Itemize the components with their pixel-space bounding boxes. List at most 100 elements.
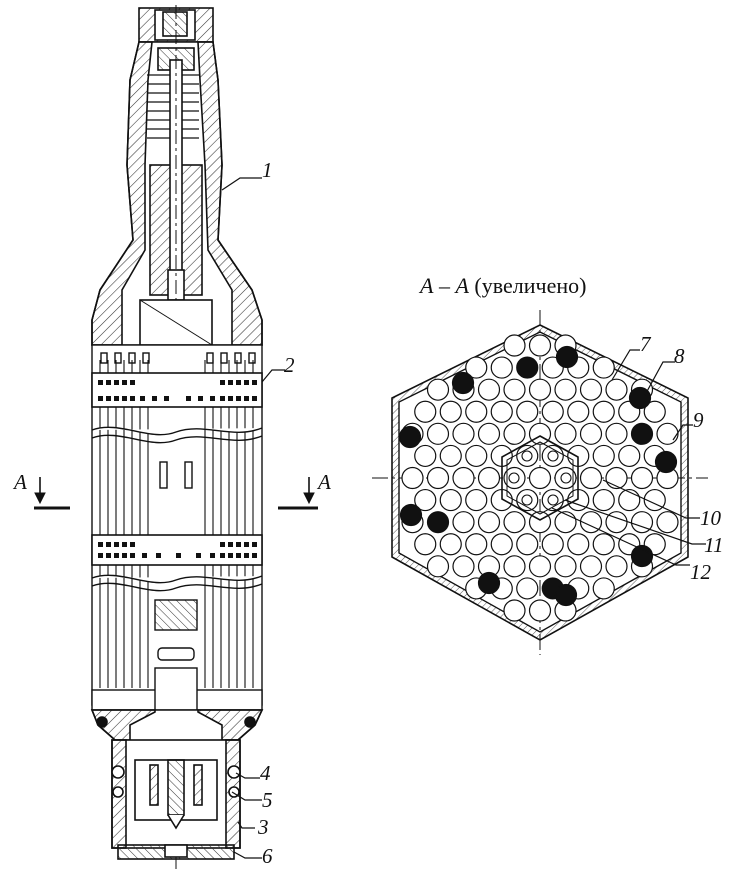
spacer-grid-cell (114, 380, 119, 385)
fuel-pin (592, 444, 615, 468)
fuel-pin (528, 599, 552, 622)
spacer-grid-cell (244, 380, 249, 385)
fuel-pin (426, 466, 450, 490)
spacer-grid-cell (106, 396, 111, 401)
spacer-grid-cell (156, 553, 161, 558)
fuel-rod-tip (100, 352, 108, 364)
fuel-pin (605, 555, 628, 578)
fuel-pin (554, 378, 577, 401)
fuel-pin (465, 444, 488, 468)
spacer-grid-cell (114, 553, 119, 558)
fuel-pin (477, 511, 501, 534)
section-dash: – (438, 273, 450, 298)
spacer-grid-cell (130, 553, 135, 558)
fuel-rod-tip (142, 352, 150, 364)
spacer-grid-cell (244, 396, 249, 401)
fuel-pin (528, 422, 552, 445)
spacer-grid-cell (236, 542, 241, 547)
absorber-pin (399, 503, 423, 527)
spacer-grid-cell (228, 553, 233, 558)
spacer-grid-cell (236, 553, 241, 558)
fuel-pin (579, 466, 603, 490)
fuel-pin (439, 488, 462, 512)
callout-7: 7 (640, 332, 651, 356)
fuel-pin (630, 511, 654, 534)
guide-tube (547, 450, 559, 462)
absorber-pin (426, 511, 450, 534)
spacer-grid-cell (122, 396, 127, 401)
callout-6: 6 (262, 844, 273, 868)
fuel-pin (503, 334, 526, 357)
fuel-pin (579, 511, 603, 534)
spacer-grid-cell (130, 380, 135, 385)
spacer-grid-cell (228, 380, 233, 385)
central-hexagon (501, 435, 579, 521)
absorber-pin (451, 371, 475, 395)
fuel-pin (567, 533, 590, 556)
spacer-grid-cell (142, 553, 147, 558)
fuel-rod-tip (248, 352, 256, 364)
cut-mark-left-label: A (14, 470, 27, 494)
fuel-pin (465, 533, 488, 556)
spacer-grid-cell (252, 396, 257, 401)
spacer-grid-cell (122, 542, 127, 547)
fuel-pin (477, 422, 501, 445)
fuel-pin (452, 422, 475, 445)
absorber-pin (654, 450, 678, 474)
callout-5: 5 (262, 788, 273, 812)
spacer-grid-cell (106, 380, 111, 385)
fuel-bundle (91, 344, 263, 711)
fuel-pin (605, 511, 628, 534)
guide-tube (547, 494, 559, 506)
fuel-pin (465, 356, 488, 379)
fuel-pin (503, 555, 526, 578)
fuel-pin (528, 555, 552, 578)
fuel-pin (414, 400, 437, 423)
absorber-pin (477, 571, 501, 595)
fuel-pin (414, 488, 437, 512)
fuel-pin (503, 422, 526, 445)
fuel-pin (592, 488, 615, 512)
spacer-grid-cell (244, 553, 249, 558)
section-note: (увеличено) (474, 273, 587, 298)
fuel-pin (579, 555, 603, 578)
cut-mark-right-label: A (318, 470, 331, 494)
fuel-pin (592, 577, 615, 600)
fuel-pin (414, 533, 437, 556)
callout-8: 8 (674, 344, 685, 368)
absorber-pin (516, 356, 539, 379)
fuel-pin (426, 555, 450, 578)
spacer-grid-cell (130, 542, 135, 547)
fuel-pin (592, 356, 615, 379)
fuel-pin (477, 466, 501, 490)
fuel-pin (618, 488, 641, 512)
fuel-pin (554, 555, 577, 578)
fuel-rod-tip (206, 352, 214, 364)
spacer-grid-cell (114, 396, 119, 401)
spacer-grid-cell (236, 380, 241, 385)
fuel-pin (656, 511, 679, 534)
fuel-pin (528, 378, 552, 401)
fuel-pin (452, 466, 475, 490)
central-pin (528, 466, 552, 490)
spacer-grid-cell (220, 380, 225, 385)
fuel-pin (579, 422, 603, 445)
fuel-pin (528, 511, 552, 534)
absorber-pin (555, 345, 579, 369)
spacer-grid-cell (106, 542, 111, 547)
head-assembly (91, 5, 263, 870)
fuel-rod-tip (234, 352, 242, 364)
fuel-pin (592, 400, 615, 423)
fuel-pin (452, 511, 475, 534)
spacer-grid-cell (252, 553, 257, 558)
fuel-pin (516, 400, 539, 423)
fuel-pin (465, 488, 488, 512)
fuel-pin (516, 533, 539, 556)
callout-3: 3 (258, 815, 269, 839)
fuel-pin (592, 533, 615, 556)
spacer-grid-cell (114, 542, 119, 547)
spacer-grid-cell (198, 396, 203, 401)
section-cut-marks (34, 477, 318, 510)
